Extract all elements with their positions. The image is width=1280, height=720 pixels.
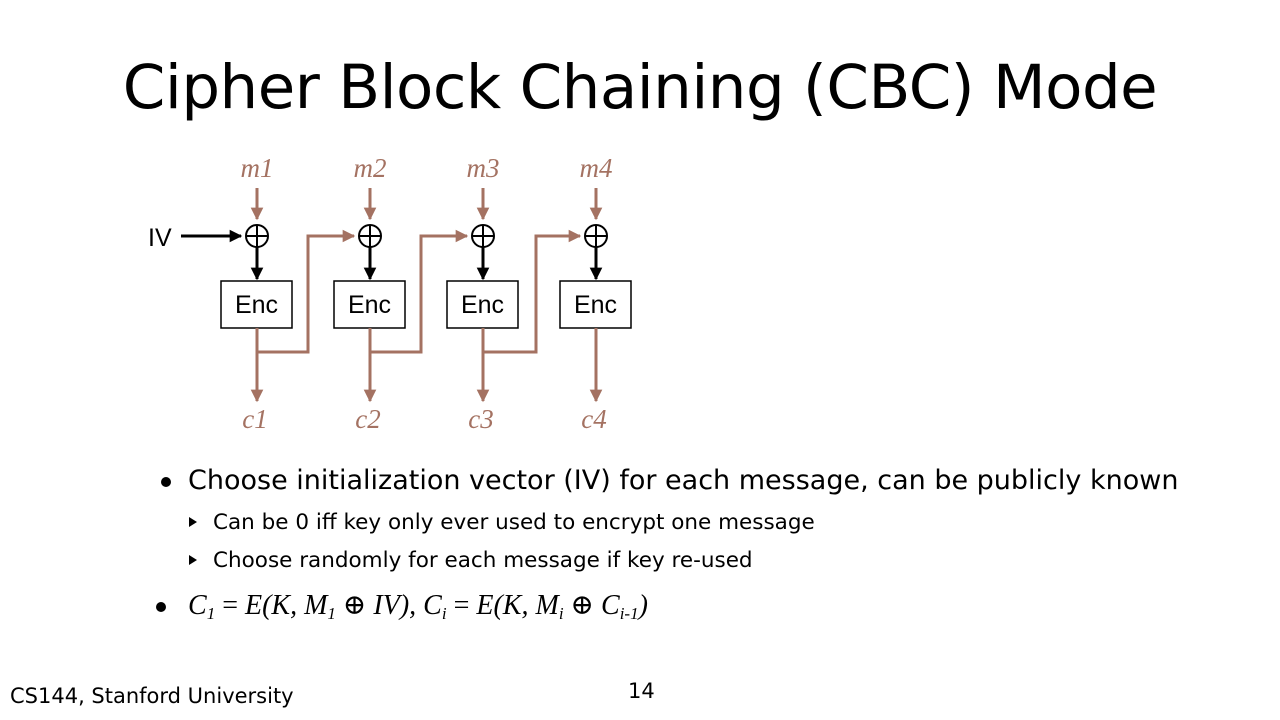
enc-label-4: Enc [574, 291, 617, 319]
formula-e-open-1: E(K, [244, 590, 305, 621]
formula-sub-1: 1 [206, 604, 216, 623]
message-label-3: m3 [467, 153, 500, 183]
formula-sub-mi: i [558, 604, 564, 623]
cbc-block-2: m2 Enc c2 [333, 153, 406, 434]
formula-ci-1: C [601, 590, 620, 621]
cbc-block-3: m3 Enc c3 [446, 153, 519, 434]
formula-m1: M [304, 590, 328, 621]
enc-label-1: Enc [235, 291, 278, 319]
formula-equals-2: = [453, 590, 470, 621]
cipher-label-2: c2 [355, 404, 380, 434]
page-number: 14 [628, 679, 655, 703]
enc-label-2: Enc [348, 291, 391, 319]
formula-e-open-2: E(K, [476, 590, 536, 621]
bullet-1: Choose initialization vector (IV) for ea… [161, 465, 1179, 496]
cbc-block-1: m1 Enc c1 [220, 153, 293, 434]
cbc-formula: C1 = E(K, M1 ⊕ IV), Ci = E(K, Mi ⊕ Ci-1) [156, 588, 648, 623]
formula-mi: M [535, 590, 559, 621]
formula-sub-i: i [441, 604, 447, 623]
enc-label-3: Enc [461, 291, 504, 319]
bullet-dot-icon [156, 602, 166, 612]
cipher-label-1: c1 [242, 404, 267, 434]
xor-icon [358, 224, 382, 248]
formula-close: ) [638, 590, 648, 621]
bullet-1-text: Choose initialization vector (IV) for ea… [188, 465, 1179, 496]
xor-icon [584, 224, 608, 248]
formula-sub-m1: 1 [327, 604, 336, 623]
formula-c1: C [188, 590, 207, 621]
formula-ci: C [423, 590, 442, 621]
chain-arrow-1 [257, 229, 356, 354]
cbc-block-4: m4 Enc c4 [559, 153, 632, 434]
xor-icon [471, 224, 495, 248]
footer-course: CS144, Stanford University [10, 684, 294, 708]
triangle-bullet-icon [189, 555, 197, 565]
enc-box-4 [559, 280, 632, 329]
slide-title: Cipher Block Chaining (CBC) Mode [122, 52, 1158, 123]
cipher-label-4: c4 [581, 404, 606, 434]
bullet-dot-icon [161, 477, 171, 487]
iv-label: IV [148, 224, 172, 252]
chain-arrow-3 [483, 229, 582, 354]
sub-bullet-2: Choose randomly for each message if key … [189, 548, 753, 573]
xor-icon: ⊕ [342, 590, 367, 621]
triangle-bullet-icon [189, 517, 197, 527]
xor-icon: ⊕ [570, 590, 595, 621]
message-label-4: m4 [580, 153, 613, 183]
formula-sub-i-minus-1: i-1 [619, 604, 639, 623]
message-label-2: m2 [354, 153, 387, 183]
sub-bullet-2-text: Choose randomly for each message if key … [213, 548, 753, 573]
sub-bullet-1-text: Can be 0 iff key only ever used to encry… [213, 510, 815, 535]
formula-equals-1: = [222, 590, 238, 621]
sub-bullet-1: Can be 0 iff key only ever used to encry… [189, 510, 815, 535]
message-label-1: m1 [241, 153, 274, 183]
formula-iv-close: IV), [373, 590, 424, 621]
xor-icon [245, 224, 269, 248]
cipher-label-3: c3 [468, 404, 493, 434]
chain-arrow-2 [370, 229, 469, 354]
